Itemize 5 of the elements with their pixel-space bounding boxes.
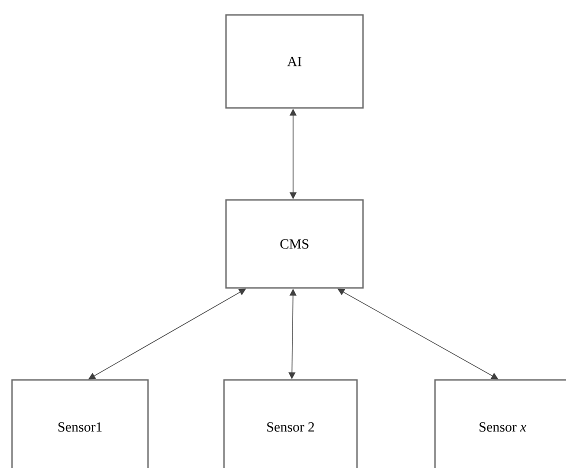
box: AI — [225, 14, 364, 109]
box: Sensor 2 — [223, 379, 358, 468]
box: Sensor1 — [11, 379, 149, 468]
box: Sensor x — [434, 379, 566, 468]
box: CMS — [225, 199, 364, 289]
